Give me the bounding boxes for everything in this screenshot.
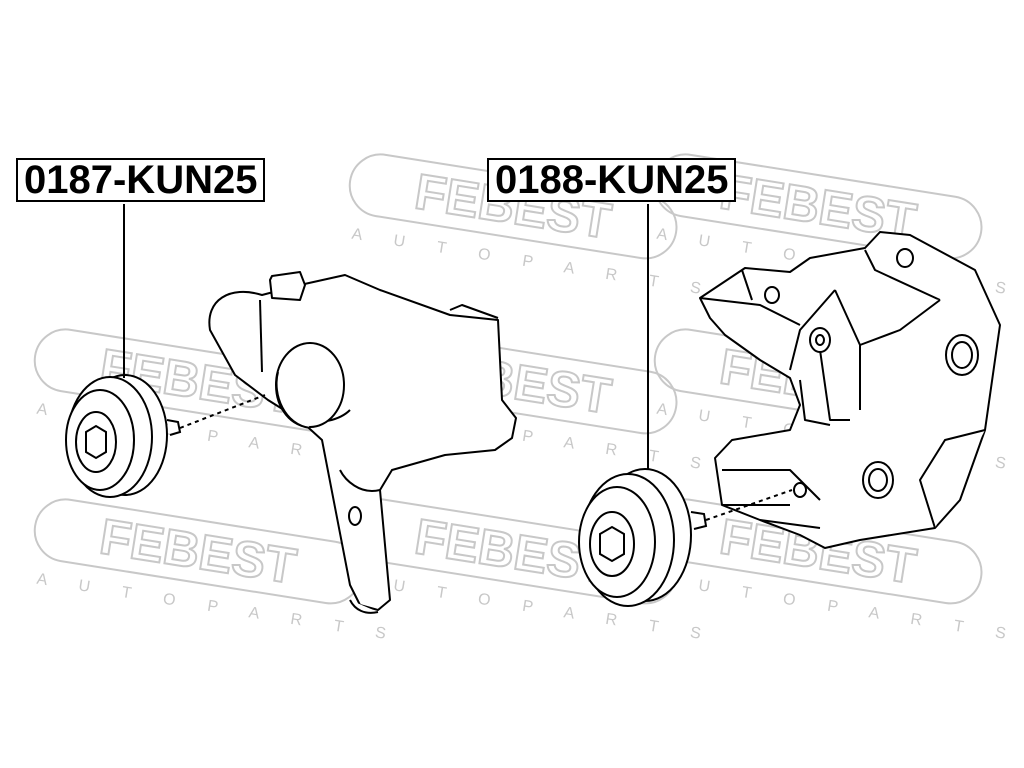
part-number-label-right: 0188-KUN25	[487, 158, 737, 202]
left-pulley	[65, 374, 266, 498]
watermark-brand: FEBEST	[96, 508, 300, 594]
right-pulley	[578, 468, 793, 607]
left-tensioner-bracket	[208, 271, 517, 614]
right-mounting-bracket	[699, 231, 1001, 549]
part-number-label-left: 0187-KUN25	[16, 158, 266, 202]
